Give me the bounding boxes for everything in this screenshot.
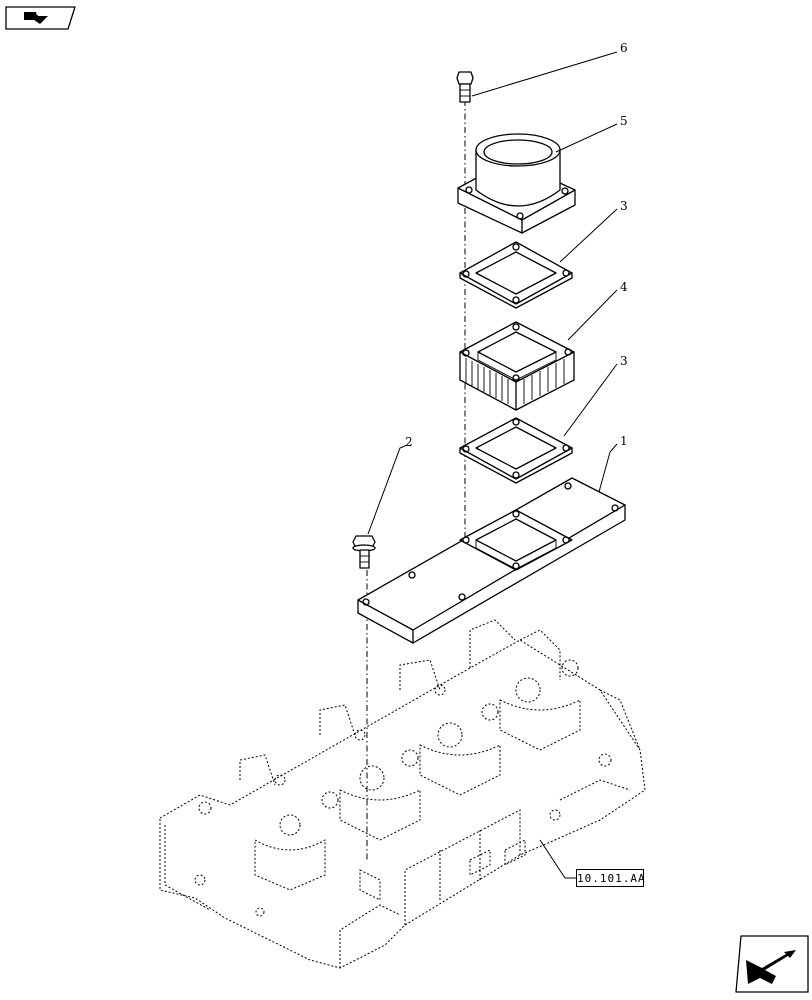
callout-5: 5 — [620, 114, 628, 128]
callout-2: 2 — [405, 435, 413, 449]
callout-6: 6 — [620, 41, 628, 55]
flag-arrow-icon[interactable] — [5, 6, 76, 30]
cover-plate-part-1 — [357, 477, 626, 644]
outlet-flange-part-5 — [457, 133, 576, 234]
callout-1: 1 — [620, 434, 628, 448]
leader-lines — [367, 51, 618, 879]
callout-4: 4 — [620, 280, 628, 294]
cylinder-head-ghost — [159, 619, 646, 969]
spacer-block-part-4 — [459, 321, 575, 411]
gasket-part-3-lower — [459, 417, 573, 484]
callout-3-upper: 3 — [620, 199, 628, 213]
gasket-part-3-upper — [459, 241, 573, 309]
bolt-part-6 — [456, 71, 474, 103]
bolt-part-2 — [352, 535, 376, 569]
callout-3-lower: 3 — [620, 354, 628, 368]
reference-link-label[interactable]: 10.101.AA — [576, 869, 645, 887]
exit-arrow-icon[interactable] — [735, 935, 809, 993]
callout-numbers: 6 5 3 4 3 1 2 — [405, 41, 628, 449]
